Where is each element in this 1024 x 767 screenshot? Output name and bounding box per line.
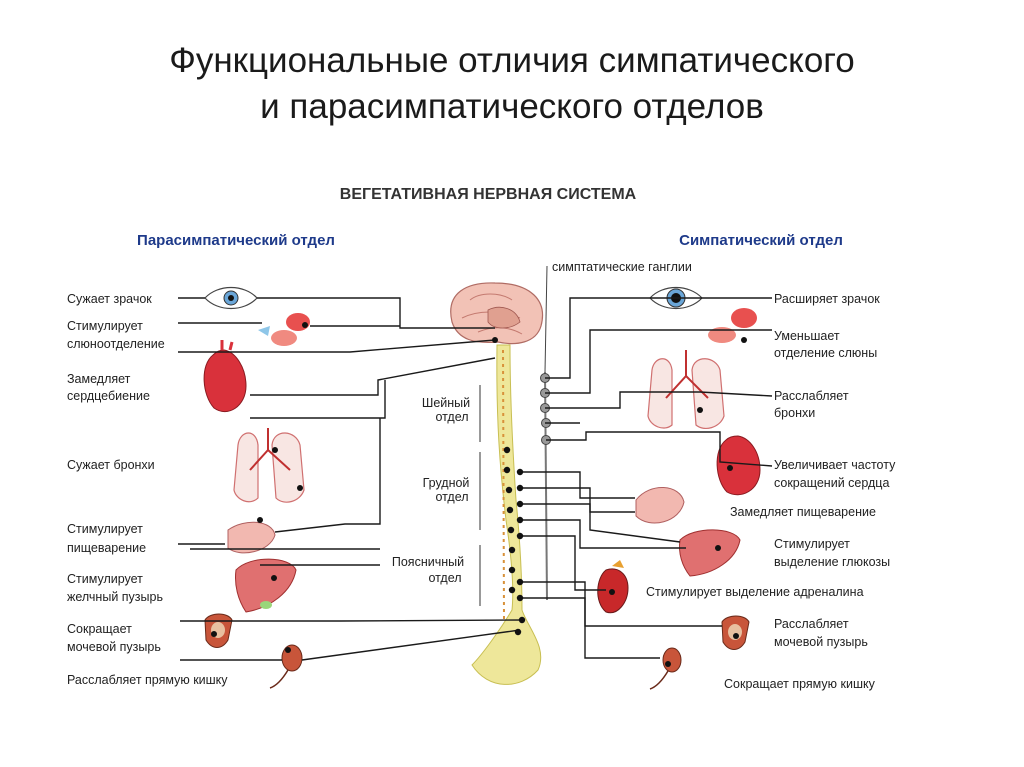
svg-text:Замедляет пищеварение: Замедляет пищеварение (730, 505, 876, 519)
svg-text:отдел: отдел (435, 490, 468, 504)
svg-text:сокращений сердца: сокращений сердца (774, 476, 889, 490)
bladder-icon-left (204, 613, 233, 648)
rectum-icon-right (649, 647, 682, 690)
svg-text:Стимулирует: Стимулирует (67, 522, 143, 536)
svg-text:Замедляет: Замедляет (67, 372, 131, 386)
svg-text:Шейный: Шейный (422, 396, 470, 410)
sympathetic-title: Симпатический отдел (679, 232, 843, 249)
svg-text:Расслабляет прямую кишку: Расслабляет прямую кишку (67, 673, 228, 687)
bladder-icon-right (721, 615, 750, 650)
svg-text:Увеличивает частоту: Увеличивает частоту (774, 458, 896, 472)
stomach-icon-left (227, 521, 276, 554)
svg-text:бронхи: бронхи (774, 406, 815, 420)
svg-text:желчный пузырь: желчный пузырь (67, 590, 163, 604)
liver-icon-left (235, 558, 297, 613)
salivary-gland-icon-right (708, 308, 757, 343)
svg-text:пищеварение: пищеварение (67, 541, 146, 555)
lungs-icon-right (647, 350, 725, 429)
spine-region-labels: Шейный отдел Грудной отдел Поясничный от… (392, 385, 481, 606)
svg-text:Сужает зрачок: Сужает зрачок (67, 292, 152, 306)
spinal-nerve-roots (503, 446, 526, 636)
heart-icon-left (203, 340, 247, 413)
sympathetic-pathways (516, 297, 773, 667)
spinal-cord-illustration (471, 344, 542, 685)
svg-text:отделение слюны: отделение слюны (774, 346, 877, 360)
brain-illustration (450, 282, 543, 345)
slide-title: Функциональные отличия симпатического и … (0, 38, 1024, 130)
svg-text:Расширяет зрачок: Расширяет зрачок (774, 292, 880, 306)
svg-text:сердцебиение: сердцебиение (67, 389, 150, 403)
svg-text:Стимулирует: Стимулирует (67, 319, 143, 333)
svg-text:Стимулирует: Стимулирует (774, 537, 850, 551)
parasympathetic-pathways (178, 297, 526, 661)
liver-icon-right (679, 529, 741, 577)
salivary-gland-icon (258, 313, 310, 346)
svg-text:слюноотделение: слюноотделение (67, 337, 165, 351)
stomach-icon-right (635, 487, 685, 524)
svg-text:отдел: отдел (428, 571, 461, 585)
diagram-header: ВЕГЕТАТИВНАЯ НЕРВНАЯ СИСТЕМА (340, 186, 637, 203)
ganglia-label: симптатические ганглии (552, 260, 692, 274)
svg-text:Грудной: Грудной (423, 476, 470, 490)
sympathetic-effects: Расширяет зрачок Уменьшает отделение слю… (646, 292, 896, 691)
heart-icon-right (716, 435, 761, 496)
parasympathetic-title: Парасимпатический отдел (137, 232, 335, 249)
svg-text:мочевой пузырь: мочевой пузырь (67, 640, 161, 654)
svg-text:мочевой пузырь: мочевой пузырь (774, 635, 868, 649)
svg-text:Сужает бронхи: Сужает бронхи (67, 458, 155, 472)
slide-title-line-2: и парасимпатического отделов (260, 87, 764, 126)
svg-text:Уменьшает: Уменьшает (774, 329, 840, 343)
svg-text:Стимулирует: Стимулирует (67, 572, 143, 586)
lungs-icon-left (233, 428, 305, 503)
adrenal-kidney-icon (597, 560, 629, 614)
svg-text:Стимулирует выделение адренали: Стимулирует выделение адреналина (646, 585, 864, 599)
slide-title-line-1: Функциональные отличия симпатического (169, 41, 855, 80)
eye-icon (204, 287, 258, 309)
svg-text:Поясничный: Поясничный (392, 555, 464, 569)
svg-text:отдел: отдел (435, 410, 468, 424)
svg-text:выделение глюкозы: выделение глюкозы (774, 555, 890, 569)
svg-text:Сокращает: Сокращает (67, 622, 132, 636)
svg-text:Расслабляет: Расслабляет (774, 617, 849, 631)
svg-text:Сокращает прямую кишку: Сокращает прямую кишку (724, 677, 876, 691)
svg-text:Расслабляет: Расслабляет (774, 389, 849, 403)
parasympathetic-effects: Сужает зрачок Стимулирует слюноотделение… (67, 292, 228, 687)
